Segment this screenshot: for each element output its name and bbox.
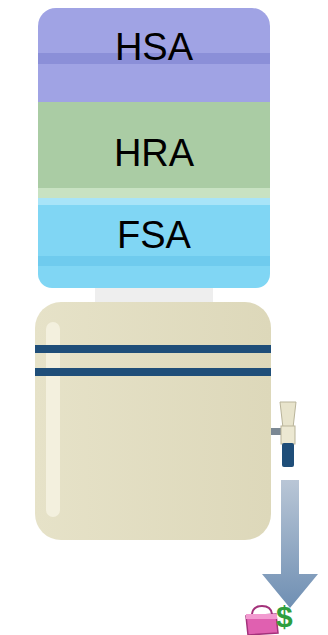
band-label: HSA <box>115 26 193 69</box>
purse-icon <box>246 614 278 635</box>
dollar-sign: $ <box>276 600 293 634</box>
band-label: FSA <box>117 214 191 257</box>
tap-spout <box>282 443 294 467</box>
hra-band: HRA <box>38 102 270 198</box>
purse-flap <box>246 614 277 619</box>
tap-handle <box>280 402 296 428</box>
down-arrow <box>262 480 318 608</box>
hsa-band: HSA <box>38 8 270 102</box>
tap-body <box>281 426 295 444</box>
fsa-band: FSA <box>38 198 270 288</box>
body-stripe <box>35 345 271 353</box>
body-stripe <box>35 368 271 376</box>
dispenser-body <box>35 302 271 540</box>
purse-handle <box>252 606 272 614</box>
band-label: HRA <box>114 132 194 175</box>
